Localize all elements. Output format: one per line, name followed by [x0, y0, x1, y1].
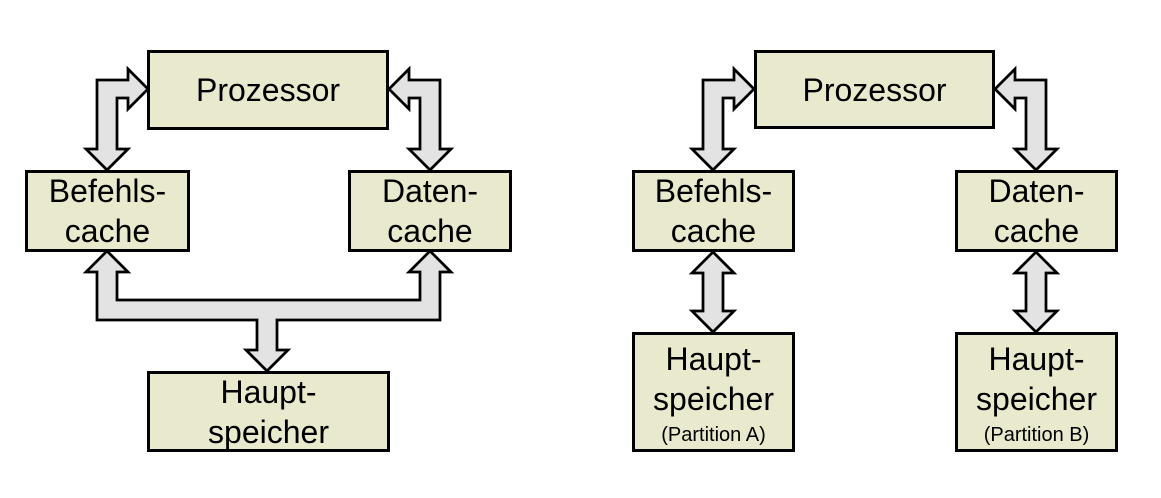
left-hauptspeicher-label-line1: Haupt-: [220, 373, 317, 410]
left-prozessor-label: Prozessor: [195, 72, 341, 108]
right-prozessor-box: Prozessor: [754, 50, 995, 129]
left-hauptspeicher-label-line2: speicher: [208, 413, 329, 450]
right-hauptspeicherB-label-line1: Haupt-: [988, 340, 1085, 377]
right-datencache-label-line1: Daten-: [988, 173, 1085, 209]
left-prozessor-box: Prozessor: [147, 50, 389, 130]
arrow-left-prozessor-befehlscache: [82, 65, 150, 172]
arrow-right-befehlscache-hauptspeicherA: [688, 250, 738, 334]
arrow-left-caches-hauptspeicher: [82, 249, 455, 373]
left-datencache-box: Daten- cache: [348, 170, 512, 252]
right-hauptspeicherB-label-line2: speicher: [976, 380, 1097, 417]
arrow-right-prozessor-datencache: [993, 65, 1061, 172]
right-hauptspeicherB-partition-label: (Partition B): [983, 423, 1090, 446]
right-befehlscache-label-line2: cache: [670, 213, 757, 249]
right-befehlscache-box: Befehls- cache: [632, 170, 795, 252]
left-befehlscache-box: Befehls- cache: [25, 170, 190, 252]
right-datencache-box: Daten- cache: [955, 170, 1118, 252]
left-datencache-label-line1: Daten-: [381, 173, 479, 209]
right-hauptspeicherB-box: Haupt- speicher (Partition B): [955, 332, 1118, 452]
right-hauptspeicherA-box: Haupt- speicher (Partition A): [632, 332, 795, 452]
right-prozessor-label: Prozessor: [802, 71, 947, 108]
left-befehlscache-label-line2: cache: [64, 213, 151, 249]
arrow-right-datencache-hauptspeicherB: [1011, 250, 1061, 334]
right-datencache-label-line2: cache: [993, 213, 1080, 249]
left-hauptspeicher-box: Haupt- speicher: [147, 371, 390, 452]
right-hauptspeicherA-partition-label: (Partition A): [661, 423, 766, 446]
arrow-left-prozessor-datencache: [387, 65, 455, 172]
arrow-right-prozessor-befehlscache: [688, 65, 756, 172]
left-befehlscache-label-line1: Befehls-: [48, 173, 167, 209]
right-hauptspeicherA-label-line2: speicher: [653, 380, 774, 417]
right-hauptspeicherA-label-line1: Haupt-: [665, 340, 762, 377]
right-befehlscache-label-line1: Befehls-: [654, 173, 773, 209]
left-datencache-label-line2: cache: [387, 213, 473, 249]
